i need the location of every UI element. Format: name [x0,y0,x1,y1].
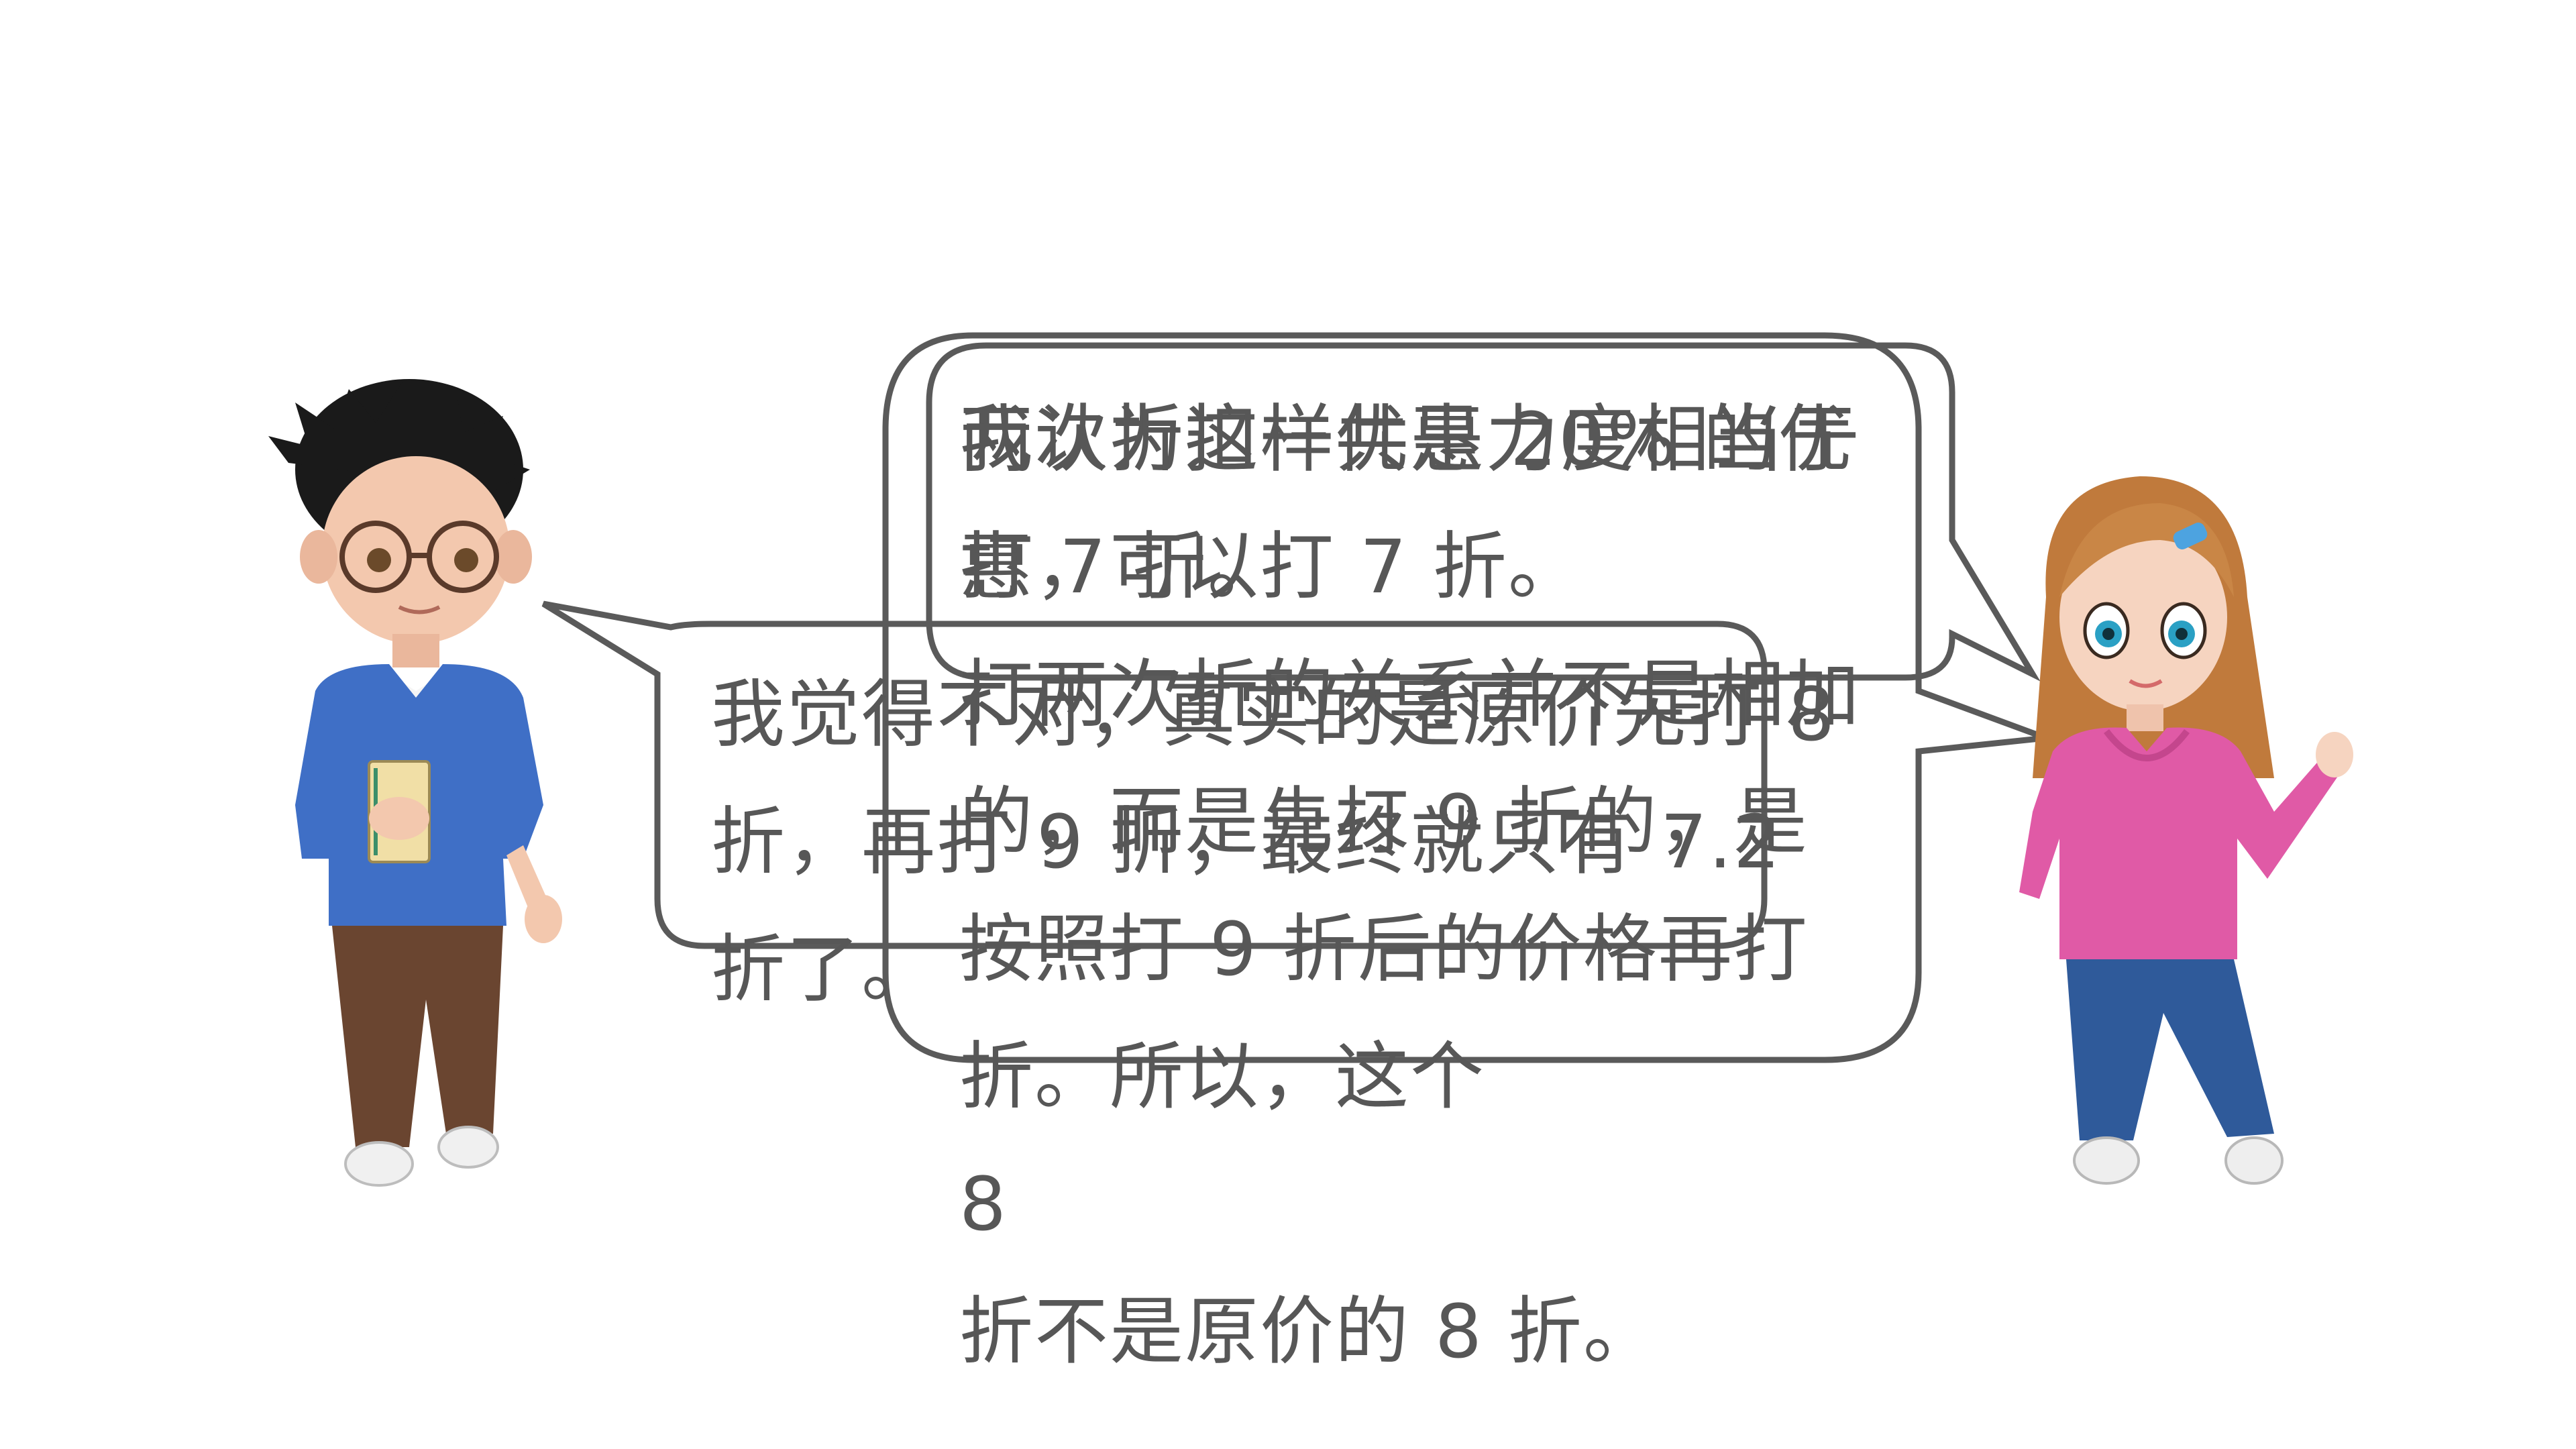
girl-character-icon [2019,476,2353,1185]
boy-bubble-outline [541,600,1768,949]
girl-bubble-back-outline [882,332,2047,1063]
boy-character-icon [268,379,562,1187]
boy-bubble-text: 我觉得不对，真实的是原价先打 8 折，再打 9 折，最终就只有 7.2 折了。 [711,672,1861,1012]
girl-bubble-back-text: 我认为这样优惠力度相当于打 7 折。 打两次折的关系并不是相加的，而是先打 9 … [959,396,1861,1375]
girl-bubble-front-outline [926,342,2041,682]
girl-bubble-front-text: 两次折扣一共是 20% 的优惠，可以打 7 折。 [959,396,1854,610]
